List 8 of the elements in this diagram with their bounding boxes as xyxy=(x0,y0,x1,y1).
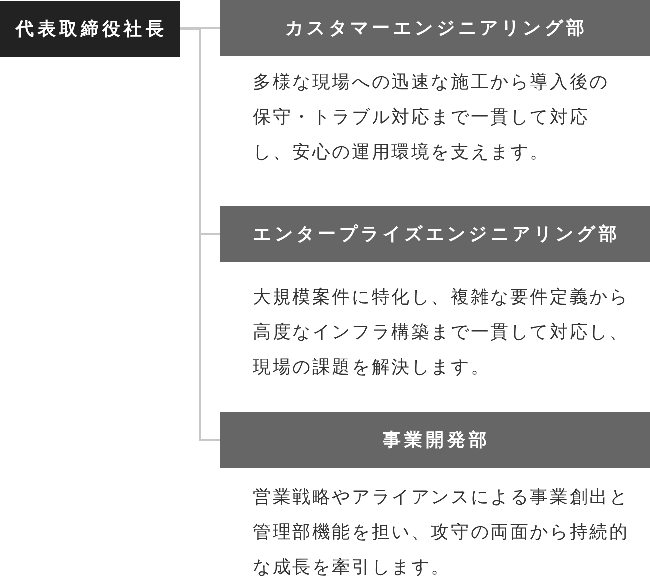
connector-line xyxy=(180,27,220,29)
description-text: 大規模案件に特化し、複雑な要件定義から高度なインフラ構築まで一貫して対応し、現場の課題を解決します。 xyxy=(253,286,630,380)
department-header: カスタマーエンジニアリング部 xyxy=(220,0,650,56)
executive-box: 代表取締役社長 xyxy=(0,1,180,57)
department-header: エンタープライズエンジニアリング部 xyxy=(220,206,650,262)
department-header: 事業開発部 xyxy=(220,412,650,468)
description-text: 多様な現場への迅速な施工から導入後の保守・トラブル対応まで一貫して対応し、安心の運用環境を支えます。 xyxy=(253,71,610,165)
description-text: 営業戦略やアライアンスによる事業創出と管理部機能を担い、攻守の両面から持続的な成長を牽引します。 xyxy=(253,486,630,580)
